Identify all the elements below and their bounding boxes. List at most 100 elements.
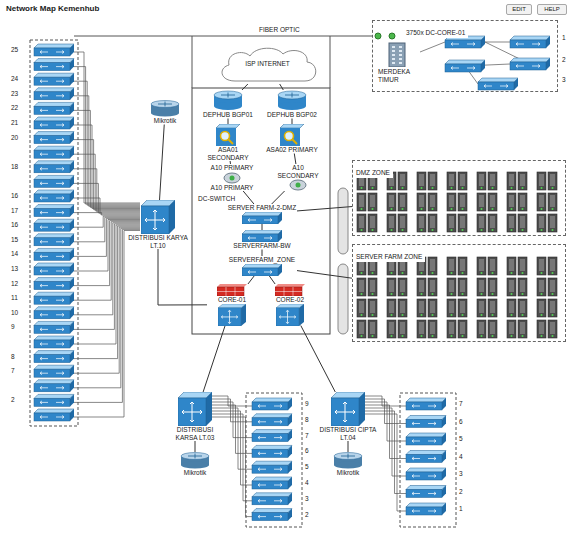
server-body <box>507 278 516 296</box>
server-face <box>389 301 394 313</box>
switch-side <box>70 219 74 231</box>
distribution-switch: DISTRIBUSI CIPTA LT.04 <box>318 392 378 441</box>
switch-arrows <box>412 457 436 460</box>
label-slot: 11 <box>10 294 19 302</box>
switch-top <box>34 365 74 369</box>
switch-arrows <box>40 109 64 112</box>
server-face <box>479 301 484 313</box>
core-top <box>217 284 247 287</box>
load-balancer: A10 SECONDARY <box>274 164 322 191</box>
balancer-led <box>296 183 301 188</box>
switch-front <box>34 136 70 144</box>
label-slot: 2 <box>458 488 464 496</box>
node-label: A10 SECONDARY <box>274 164 322 179</box>
server-led <box>462 272 464 274</box>
node-label: SERVER FARM ZONE <box>353 252 425 262</box>
switch-arrows <box>40 357 64 360</box>
switch-side <box>70 117 74 129</box>
server-face <box>509 280 514 292</box>
server-body <box>458 320 467 338</box>
mls-group <box>276 304 304 326</box>
server-face <box>370 195 375 207</box>
switch-side <box>70 278 74 290</box>
label-slot: 3 <box>561 76 567 84</box>
balancer-body <box>290 180 306 190</box>
uplink-wire <box>74 226 140 359</box>
node-label: MERDEKA TIMUR <box>375 67 419 84</box>
access-switch <box>406 433 446 445</box>
server-icon <box>477 320 486 338</box>
node-label: DISTRIBUSI CIPTA LT.04 <box>318 426 378 441</box>
node-label: Mikrotik <box>323 469 373 477</box>
server-face <box>430 322 435 334</box>
bldg-icon <box>386 41 408 67</box>
server-icon <box>387 214 396 232</box>
switch-top <box>34 234 74 238</box>
server-face <box>539 216 544 228</box>
switch-front <box>406 472 442 480</box>
callout-number: 7 <box>304 432 310 440</box>
server-body <box>357 299 366 317</box>
load-balancer: A10 PRIMARYA10 PRIMARY <box>208 164 256 191</box>
server-body <box>488 193 497 211</box>
callout-number: 2 <box>10 396 16 404</box>
label-slot: 3 <box>304 495 310 503</box>
server-icon <box>518 172 527 190</box>
server-icon <box>387 299 396 317</box>
access-switch <box>252 430 292 442</box>
asa-icon <box>280 124 304 146</box>
server-body <box>458 299 467 317</box>
switch-group <box>242 230 282 242</box>
server-face <box>550 216 555 228</box>
server-body <box>518 172 527 190</box>
switch-top <box>406 398 446 402</box>
server-face <box>449 280 454 292</box>
server-led <box>552 272 554 274</box>
server-face <box>460 322 465 334</box>
switch-arrows <box>248 218 272 221</box>
router-top <box>151 101 179 108</box>
switch-front <box>445 40 481 48</box>
mls-side <box>241 304 246 326</box>
callout-number: 6 <box>458 418 464 426</box>
network-link <box>242 84 248 90</box>
server-body <box>488 172 497 190</box>
server-led <box>361 208 363 210</box>
server-led <box>481 293 483 295</box>
switch-side <box>288 461 292 473</box>
server-icon <box>387 278 396 296</box>
server-led <box>462 208 464 210</box>
access-switch <box>34 394 74 406</box>
server-icon <box>357 214 366 232</box>
server-face <box>430 195 435 207</box>
label-slot: 20 <box>10 134 19 142</box>
node-label: EDIT <box>507 5 531 14</box>
server-icon <box>428 172 437 190</box>
server-icon <box>428 193 437 211</box>
server-icon <box>368 214 377 232</box>
server-body <box>357 193 366 211</box>
server-led <box>421 335 423 337</box>
firewall-node: ASA01 SECONDARY <box>200 124 256 161</box>
server-face <box>550 301 555 313</box>
switch-arrows <box>484 85 508 88</box>
switch-top <box>34 117 74 121</box>
label-slot: 18 <box>10 163 19 171</box>
callout-number: 8 <box>304 416 310 424</box>
switch-side <box>70 263 74 275</box>
switch-side <box>70 59 74 71</box>
switch-stack-box <box>400 393 456 527</box>
zone-box: DMZ ZONE <box>352 160 566 236</box>
label-slot: 9 <box>10 323 16 331</box>
network-link <box>280 84 284 90</box>
node-label: ISP INTERNET <box>245 60 290 68</box>
callout-number: 1 <box>458 505 464 513</box>
server-icon <box>477 172 486 190</box>
callout-number: 17 <box>10 207 19 215</box>
server-face <box>479 259 484 271</box>
server-face <box>550 280 555 292</box>
server-led <box>552 335 554 337</box>
server-icon <box>458 278 467 296</box>
switch-side <box>70 161 74 173</box>
server-icon <box>428 320 437 338</box>
